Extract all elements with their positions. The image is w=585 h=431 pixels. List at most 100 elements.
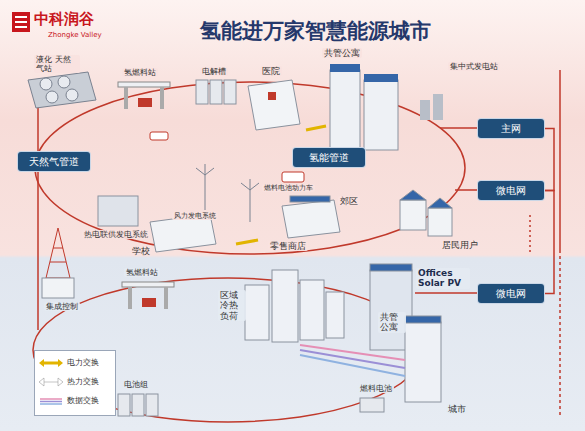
illustration-part (124, 87, 128, 109)
illustration-part (236, 240, 258, 244)
illustration-part (241, 183, 250, 190)
text-label: Zhongke Valley (46, 31, 104, 39)
grid-connector (544, 129, 554, 191)
illustration-part (205, 175, 206, 210)
text-label: 燃料电池 (358, 384, 394, 393)
text-label: 医院 (260, 66, 282, 76)
text-label: 集成控制 (44, 302, 80, 311)
vehicles (150, 132, 304, 182)
pipe-box: 氢能管道 (293, 148, 365, 167)
text-label: 居民用户 (440, 240, 480, 250)
legend-text: 热力交换 (67, 376, 99, 387)
illustration-part (250, 183, 259, 190)
illustration-part (50, 262, 66, 263)
illustration-part (330, 70, 360, 148)
hospital (248, 80, 300, 130)
pipe-box: 天然气管道 (18, 152, 90, 171)
illustration-part (58, 76, 70, 88)
pipe-box: 微电网 (478, 284, 544, 303)
illustration-part (360, 398, 384, 412)
logo-mark (12, 12, 30, 32)
illustration-part (455, 189, 480, 191)
text-label: 中科润谷 (32, 11, 96, 28)
illustration-part (440, 127, 480, 129)
illustration-part (433, 94, 443, 120)
illustration-part (98, 196, 138, 226)
control-tower (42, 228, 74, 298)
illustration-part (364, 80, 398, 150)
illustration-part (33, 278, 423, 422)
illustration-part (66, 89, 78, 101)
illustration-part (290, 196, 330, 202)
illustration-part (250, 179, 251, 190)
illustration-part (146, 394, 158, 416)
legend-row: 数据交换 (39, 395, 99, 406)
legend-sample (39, 396, 63, 406)
box-text: 天然气管道 (29, 155, 79, 169)
text-label: 共管 公寓 (378, 312, 406, 333)
legend-text: 电力交换 (67, 357, 99, 368)
illustration-part (35, 82, 465, 254)
illustration-part (400, 190, 426, 200)
illustration-part (150, 132, 168, 140)
illustration-part (142, 298, 156, 307)
legend-row: 热力交换 (39, 376, 99, 387)
illustration-part (268, 92, 276, 100)
illustration-part (138, 98, 152, 107)
illustration-part (118, 82, 170, 87)
energy-loops (33, 70, 560, 422)
illustration-part (46, 91, 58, 103)
illustration-part (245, 285, 269, 340)
text-label: 集中式发电站 (448, 62, 500, 71)
illustration-part (12, 12, 30, 32)
legend-text: 数据交换 (67, 395, 99, 406)
illustration-part (282, 200, 340, 238)
illustration-part (405, 322, 441, 402)
pipe-box: 微电网 (478, 181, 544, 200)
illustration-part (364, 74, 398, 82)
illustration-part (210, 80, 222, 104)
illustration-part (405, 316, 441, 323)
pipe-box: 主网 (478, 119, 544, 138)
text-label: 热电联供发电系统 (82, 230, 150, 239)
illustration-part (15, 21, 27, 23)
illustration-part (250, 190, 251, 222)
legend-box: 电力交换热力交换数据交换 (34, 350, 116, 416)
box-text: 微电网 (496, 184, 526, 198)
city-towers (245, 264, 441, 402)
illustration-part (300, 355, 405, 376)
illustration-part (160, 87, 164, 109)
illustration-part (205, 164, 206, 175)
lng-tanks (28, 72, 96, 108)
illustration-part (306, 126, 326, 130)
text-label: 液化 天然气站 (34, 55, 80, 73)
text-label: 零售商店 (268, 241, 308, 251)
box-text: 氢能管道 (309, 151, 349, 165)
text-label: 燃料电池动力车 (262, 184, 315, 192)
illustration-part (132, 394, 144, 416)
legend-sample (39, 377, 63, 387)
text-label: 区域 冷热 负荷 (218, 290, 246, 321)
electrolyzer (196, 80, 236, 104)
legend-row: 电力交换 (39, 357, 99, 368)
text-label: 城市 (446, 404, 468, 414)
legend-sample (39, 358, 63, 368)
text-label: Offices Solar PV (416, 268, 470, 289)
illustration-part (248, 80, 300, 130)
illustration-part (420, 100, 430, 120)
illustration-part (282, 172, 304, 182)
battery-cabinets (118, 394, 384, 416)
diagram-title: 氢能进万家智慧能源城市 (200, 17, 431, 45)
illustration-part (415, 292, 480, 294)
illustration-part (428, 208, 452, 236)
illustration-part (122, 282, 174, 287)
text-label: 氢燃料站 (124, 268, 160, 277)
illustration-part (128, 287, 132, 309)
text-label: 郊区 (338, 196, 360, 206)
illustration-part (559, 250, 561, 415)
illustration-part (205, 168, 214, 175)
illustration-part (42, 278, 74, 298)
apartments (330, 64, 443, 150)
data-lines (300, 345, 405, 376)
illustration-part (46, 228, 70, 278)
